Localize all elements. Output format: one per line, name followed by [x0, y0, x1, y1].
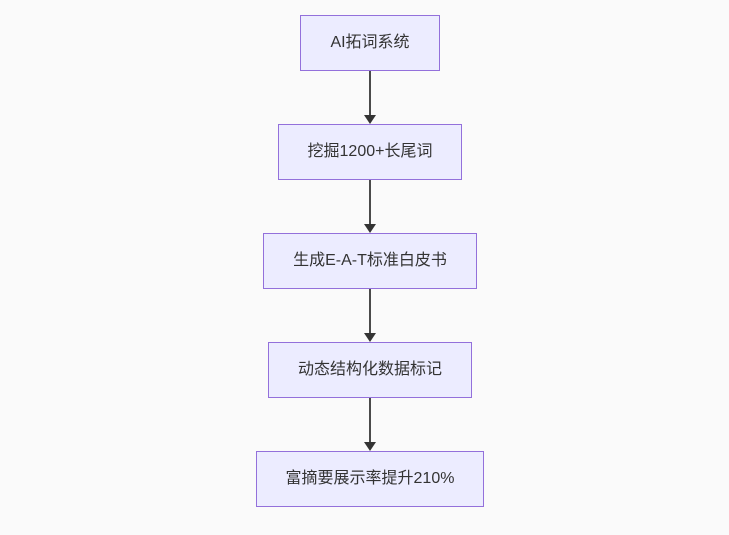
flow-node-structured-data-markup: 动态结构化数据标记: [268, 342, 473, 398]
arrowhead-icon: [364, 333, 376, 342]
arrow-down-icon: [364, 398, 376, 451]
arrow-down-icon: [364, 71, 376, 124]
flow-node-longtail-keywords: 挖掘1200+长尾词: [277, 124, 463, 180]
arrowhead-icon: [364, 224, 376, 233]
arrowhead-icon: [364, 115, 376, 124]
arrow-shaft: [369, 71, 371, 115]
flow-node-eat-whitepaper: 生成E-A-T标准白皮书: [263, 233, 477, 289]
arrow-down-icon: [364, 180, 376, 233]
arrowhead-icon: [364, 442, 376, 451]
flow-node-rich-snippet-rate: 富摘要展示率提升210%: [255, 451, 485, 507]
flow-node-ai-keyword-system: AI拓词系统: [300, 15, 440, 71]
arrow-shaft: [369, 180, 371, 224]
arrow-down-icon: [364, 289, 376, 342]
arrow-shaft: [369, 289, 371, 333]
arrow-shaft: [369, 398, 371, 442]
